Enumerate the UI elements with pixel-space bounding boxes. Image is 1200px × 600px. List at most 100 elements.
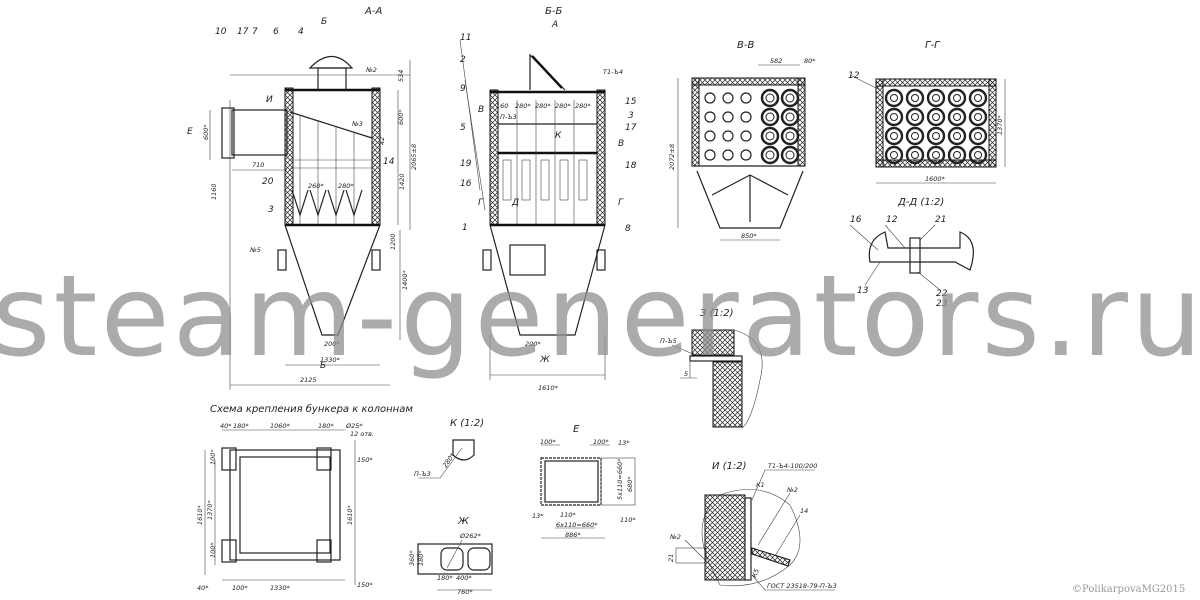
dimension-label: 180* [233, 422, 249, 430]
callout-label: Б [321, 17, 327, 27]
weld-label: П-Ъ5 [660, 337, 677, 345]
weld-label: П-Ъ3 [500, 113, 517, 121]
cyclone-element [953, 94, 961, 102]
cyclone-circle [765, 131, 775, 141]
section-marker: Д [511, 198, 519, 208]
dimension-label: 760* [457, 588, 473, 596]
cyclone-element [911, 113, 919, 121]
section-marker: К [555, 131, 562, 141]
dimension-label: 6х110=660* [556, 521, 598, 529]
view-title: И (1:2) [712, 461, 747, 472]
standard-reference: ГОСТ 23518-79-П-Ъ3 [767, 582, 837, 590]
callout-label: 15 [625, 97, 637, 107]
nozzle-circle [704, 149, 716, 161]
cyclone-circle [785, 93, 795, 103]
cyclone-element [884, 126, 904, 146]
cyclone-circle [780, 126, 800, 146]
cyclone-element [968, 145, 988, 165]
dimension-label: Ø25* [345, 422, 363, 430]
dimension-label: 1610* [538, 384, 559, 392]
callout-label: 8 [625, 224, 631, 234]
watermark: steam-generators.ru [0, 252, 1200, 382]
callout-label: 9 [460, 84, 466, 94]
dimension-label: 80* [804, 57, 816, 65]
cyclone-element [953, 151, 961, 159]
dimension-label: 180* [318, 422, 334, 430]
cyclone-element [947, 107, 967, 127]
cyclone-element [911, 94, 919, 102]
callout-label: №5 [249, 246, 261, 254]
dimension-label: 1600* [925, 175, 946, 183]
callout-label: №3 [351, 120, 363, 128]
cyclone-circle [760, 126, 780, 146]
cyclone-circle [765, 93, 775, 103]
callout-label: 23 [936, 299, 948, 309]
nozzle-circle [740, 111, 752, 123]
cyclone-circle [760, 145, 780, 165]
cyclone-element [884, 145, 904, 165]
cyclone-element [926, 126, 946, 146]
cyclone-element [926, 88, 946, 108]
dimension-label: 280* [555, 102, 571, 110]
nozzle-circle [704, 92, 716, 104]
callout-label: 3 [268, 205, 274, 215]
dimension-label: 100* [540, 438, 556, 446]
nozzle-circle [722, 92, 734, 104]
cyclone-element [968, 88, 988, 108]
weld-label: П-Ъ3 [414, 470, 431, 478]
callout-label: Б [320, 361, 326, 371]
view-section-vv: В-В 2072±8 582 80* 850* [668, 40, 816, 241]
callout-label: 10 [215, 27, 227, 37]
dimension-label: 360* [408, 550, 416, 566]
column-attachment-scheme: Схема крепления бункера к колоннам 40* 1… [196, 403, 413, 592]
weld-label: Т1-Ъ4-100/200 [768, 462, 817, 470]
dimension-label: 600* [397, 109, 405, 125]
callout-label: Е [187, 127, 193, 137]
callout-label: №2 [786, 486, 798, 494]
cyclone-element-grid [884, 88, 988, 165]
view-title: Схема крепления бункера к колоннам [210, 403, 413, 415]
dimension-label: 2125 [300, 376, 317, 384]
view-title: К (1:2) [450, 418, 484, 429]
weld-label: К1 [756, 481, 765, 489]
detail-e: Е 100* 100* 13* 5х110=660* 680* 13* 110*… [532, 424, 636, 539]
callout-label: 12 [886, 215, 898, 225]
callout-label: 18 [625, 161, 637, 171]
view-title: Е [573, 424, 580, 435]
cyclone-element [884, 88, 904, 108]
callout-label: 20 [262, 177, 274, 187]
dimension-label: 1400* [401, 269, 409, 290]
cyclone-element [974, 94, 982, 102]
cyclone-element [968, 107, 988, 127]
cyclone-element [884, 107, 904, 127]
view-title: Г-Г [925, 40, 941, 51]
view-section-aa: А-А 10 17 7 6 4 И №2 №3 14 [187, 6, 418, 390]
dimension-label: 1610* [346, 504, 354, 525]
callout-label: 17 [237, 27, 249, 37]
cyclone-element [911, 132, 919, 140]
view-title: А-А [364, 6, 382, 17]
dimension-label: 100* [209, 449, 217, 465]
view-title: В-В [737, 40, 754, 51]
dimension-label: 150* [357, 581, 373, 589]
callout-label: 2 [460, 55, 466, 65]
cyclone-circle [780, 145, 800, 165]
callout-label: 3 [628, 111, 634, 121]
cyclone-element [890, 94, 898, 102]
view-title: З (1:2) [700, 308, 734, 319]
cyclone-element [890, 113, 898, 121]
copyright-text: ©PolikarpovaMG2015 [1072, 584, 1185, 595]
dimension-label: 5 [684, 370, 688, 378]
cyclone-circle [765, 112, 775, 122]
section-marker: В [478, 105, 484, 115]
cyclone-element [905, 107, 925, 127]
dimension-label: 710 [252, 161, 264, 169]
dimension-label: 280* [441, 451, 457, 469]
nozzle-circle [722, 111, 734, 123]
dimension-label: Ø262* [459, 532, 482, 540]
nozzle-circle [740, 149, 752, 161]
dimension-label: 180* [417, 550, 425, 566]
callout-label: №2 [365, 66, 377, 74]
detail-z: З (1:2) П-Ъ5 5 [660, 308, 763, 429]
